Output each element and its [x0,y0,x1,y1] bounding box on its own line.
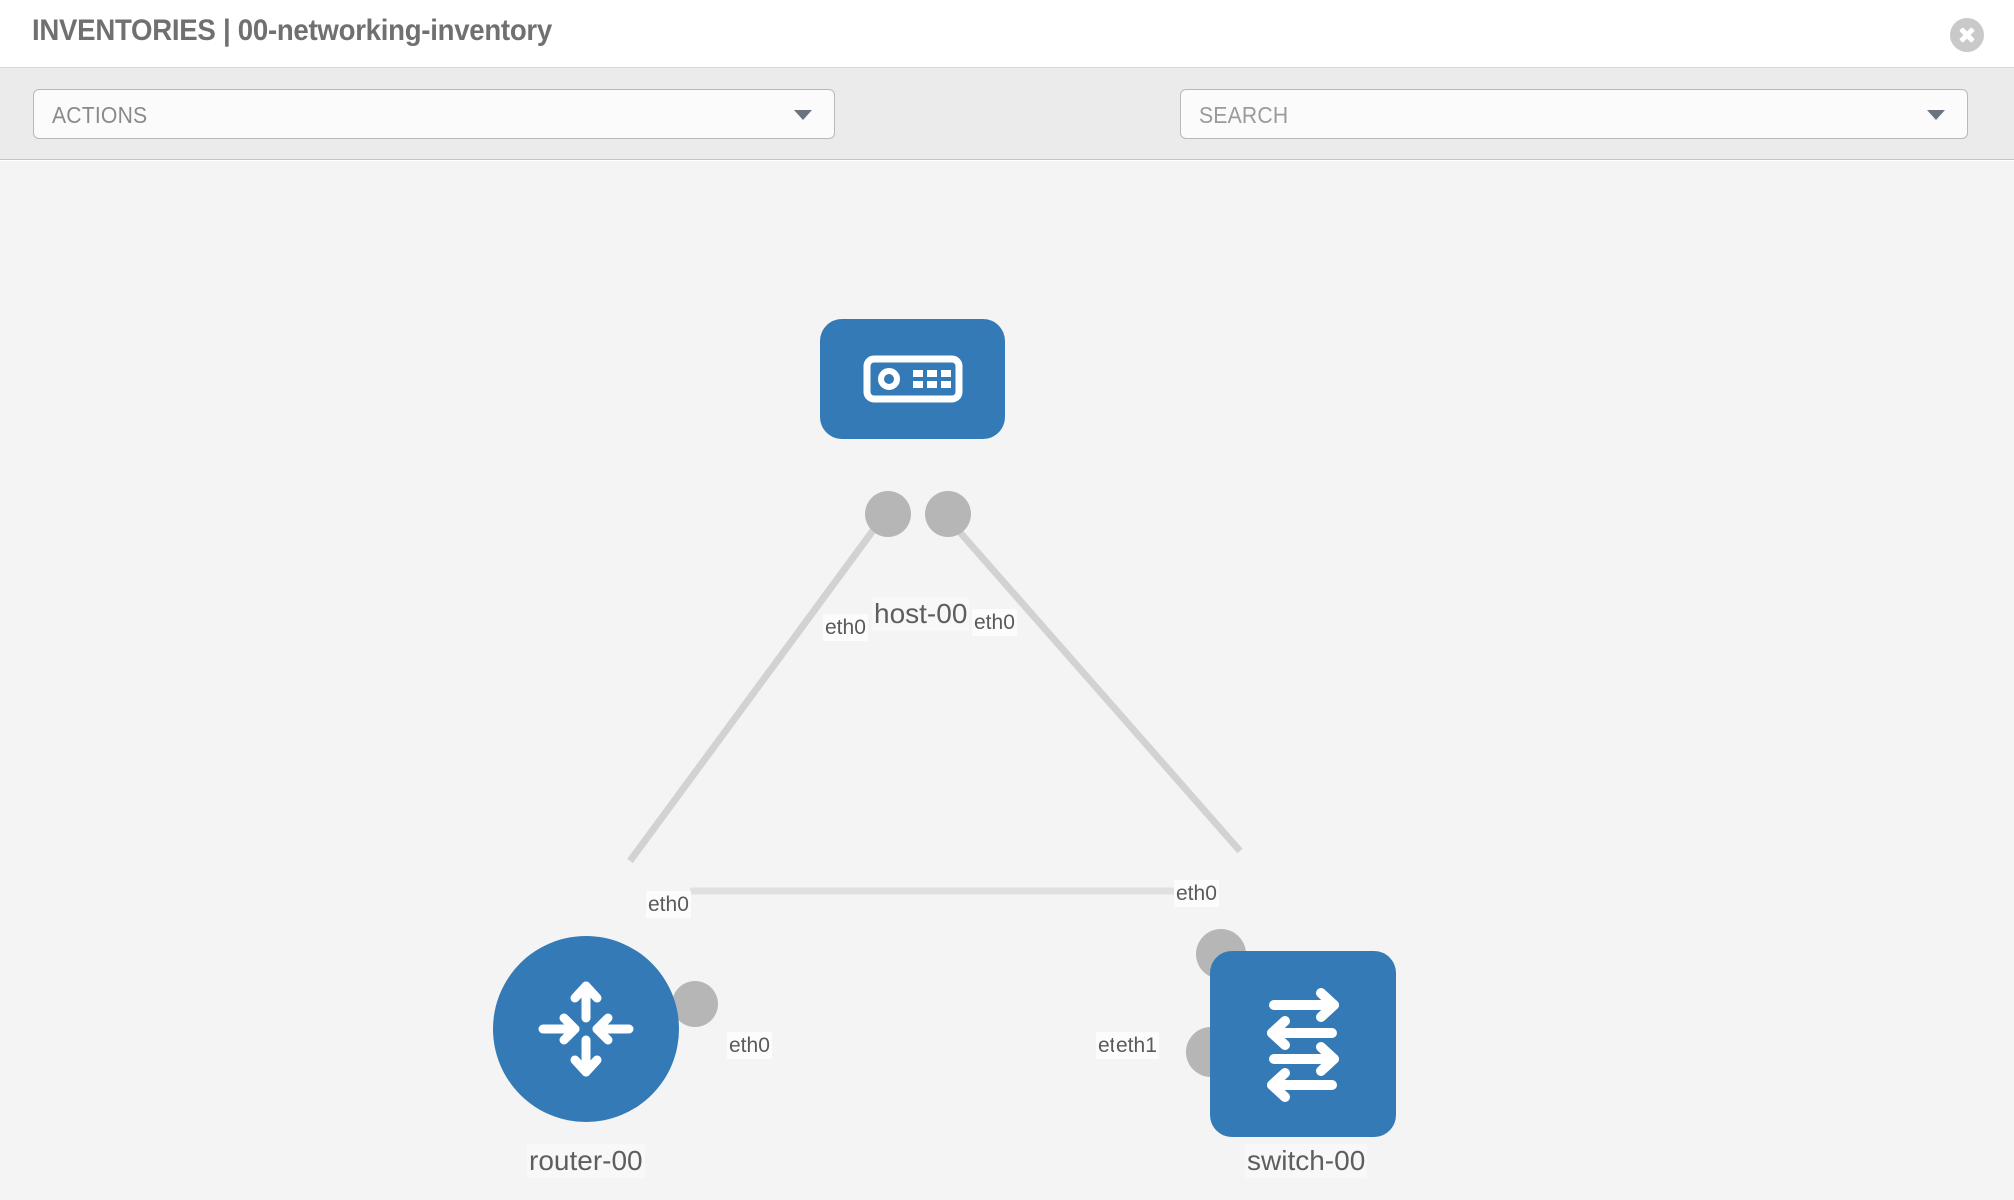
interface-nub-host-right[interactable] [925,491,971,537]
topology-canvas[interactable]: host-00 ro [0,161,2014,1200]
chevron-down-icon [794,110,812,120]
page-header: INVENTORIES | 00-networking-inventory [0,0,2014,68]
interface-nub-host-left[interactable] [865,491,911,537]
node-router-00[interactable] [493,936,679,1122]
edge-label-router-switch: eth0 [727,1032,772,1059]
node-label-switch-00: switch-00 [1245,1144,1368,1178]
page-title: INVENTORIES | 00-networking-inventory [32,14,552,47]
edge-label-switch-router-eth1: eth1 [1114,1032,1159,1059]
edge-label-switch-host: eth0 [1174,880,1219,907]
close-icon[interactable] [1950,18,1984,52]
server-icon [863,355,962,403]
actions-dropdown[interactable]: ACTIONS [33,89,835,139]
link-lines [627,518,1243,895]
node-switch-00[interactable] [1210,951,1396,1137]
edge-label-router-host: eth0 [646,891,691,918]
node-label-host-00: host-00 [872,597,970,631]
edge-label-host-switch: eth0 [972,609,1017,636]
chevron-down-icon [1927,110,1945,120]
toolbar: ACTIONS SEARCH [0,68,2014,198]
node-label-router-00: router-00 [527,1144,645,1178]
search-placeholder: SEARCH [1199,102,1289,128]
router-arrows-icon [538,981,634,1077]
edge-label-host-router: eth0 [823,614,868,641]
switch-arrows-icon [1267,988,1339,1102]
node-host-00[interactable] [820,319,1005,439]
interface-nub-router-right[interactable] [672,981,718,1027]
actions-dropdown-label: ACTIONS [52,102,148,128]
search-input[interactable]: SEARCH [1180,89,1968,139]
